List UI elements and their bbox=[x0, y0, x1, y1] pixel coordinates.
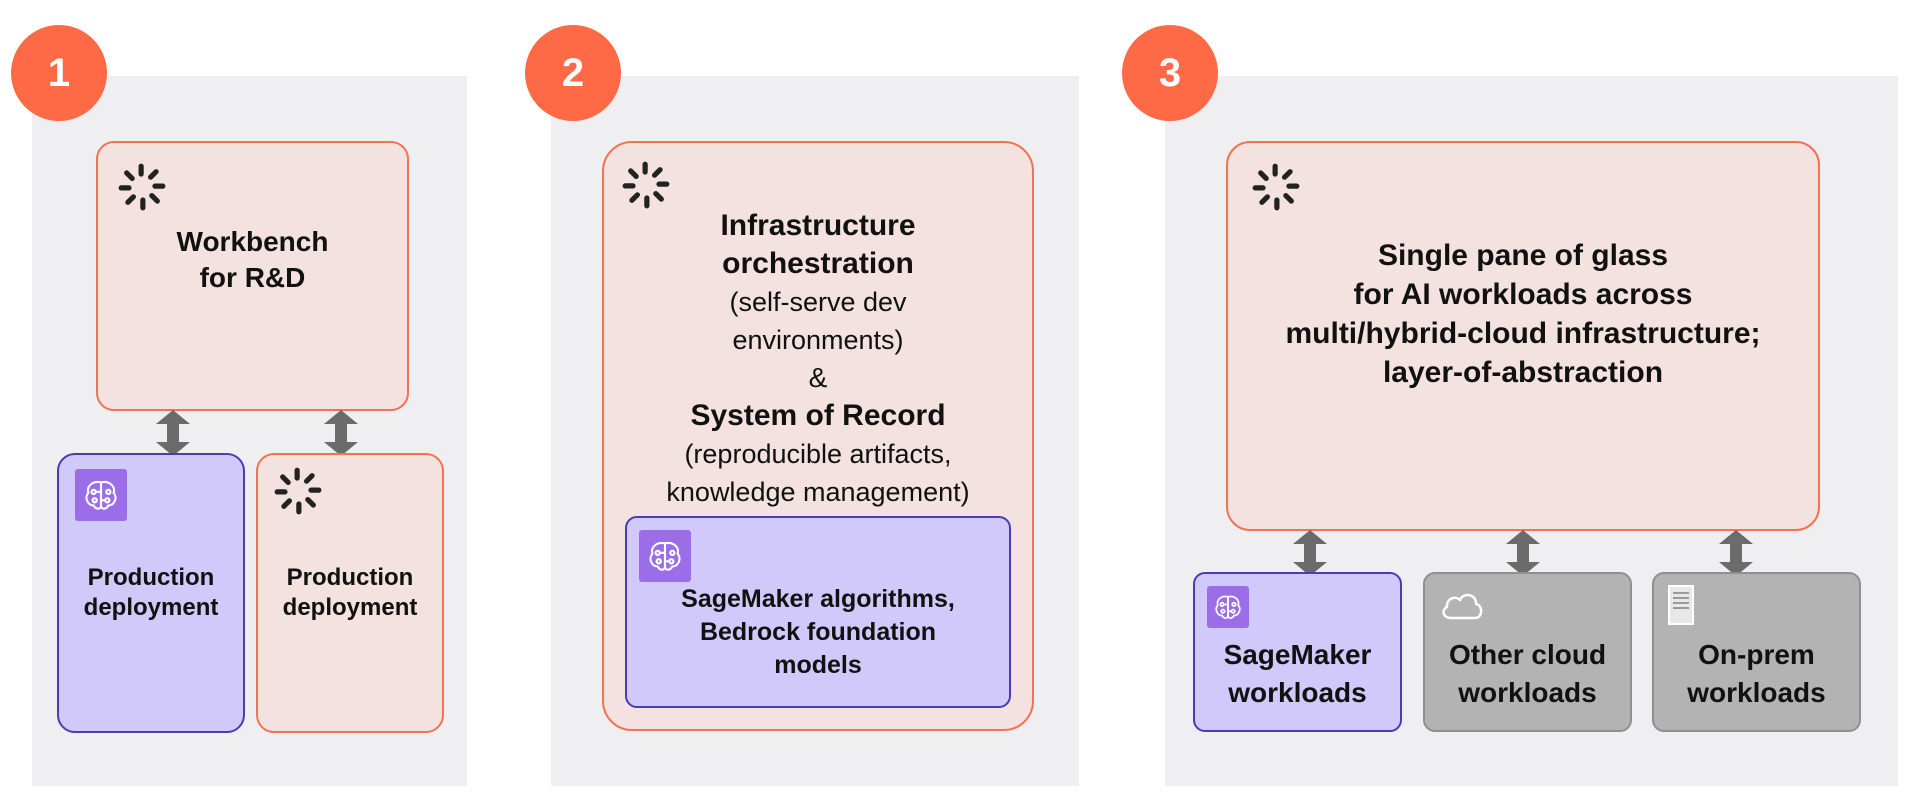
sagemaker-algorithms-label: SageMaker algorithms, bbox=[681, 585, 955, 613]
single-pane-line-2: for AI workloads across bbox=[1353, 278, 1693, 311]
double-arrow-icon bbox=[1719, 530, 1753, 576]
system-of-record-title: System of Record bbox=[690, 399, 946, 432]
sagemaker-workloads-box: SageMaker workloads bbox=[1193, 572, 1402, 732]
brain-icon bbox=[1207, 586, 1249, 628]
on-prem-workloads-box: On-prem workloads bbox=[1652, 572, 1861, 732]
spiral-logo-icon bbox=[1250, 161, 1302, 213]
double-arrow-icon bbox=[1506, 530, 1540, 576]
infra-subtitle-1: (self-serve dev bbox=[729, 287, 907, 317]
single-pane-line-4: layer-of-abstraction bbox=[1382, 356, 1664, 389]
single-pane-line-3: multi/hybrid-cloud infrastructure; bbox=[1285, 317, 1761, 350]
single-pane-box: Single pane of glass for AI workloads ac… bbox=[1226, 141, 1820, 531]
infrastructure-title: Infrastructure bbox=[720, 209, 916, 242]
production-deployment-orchestrated-box: Production deployment bbox=[256, 453, 444, 733]
bedrock-label: Bedrock foundation bbox=[699, 618, 937, 646]
production-label: Production bbox=[286, 564, 414, 591]
deployment-label: deployment bbox=[282, 594, 418, 621]
ampersand: & bbox=[808, 362, 828, 393]
models-label: models bbox=[774, 651, 862, 679]
double-arrow-icon bbox=[324, 410, 358, 456]
single-pane-line-1: Single pane of glass bbox=[1377, 239, 1669, 272]
spiral-logo-icon bbox=[116, 161, 168, 213]
on-prem-line-2: workloads bbox=[1687, 677, 1826, 708]
step-badge-3: 3 bbox=[1122, 25, 1218, 121]
production-label: Production bbox=[87, 564, 215, 591]
step-badge-2: 2 bbox=[525, 25, 621, 121]
cloud-icon bbox=[1442, 593, 1483, 620]
infra-subtitle-2: environments) bbox=[732, 325, 904, 355]
double-arrow-icon bbox=[156, 410, 190, 456]
other-cloud-line-2: workloads bbox=[1458, 677, 1597, 708]
sagemaker-workloads-line-2: workloads bbox=[1228, 677, 1367, 708]
sagemaker-bedrock-box: SageMaker algorithms, Bedrock foundation… bbox=[625, 516, 1011, 708]
brain-icon bbox=[75, 469, 127, 521]
record-subtitle-2: knowledge management) bbox=[666, 477, 970, 507]
workbench-title: Workbench bbox=[176, 226, 329, 257]
on-prem-line-1: On-prem bbox=[1698, 639, 1815, 670]
other-cloud-workloads-box: Other cloud workloads bbox=[1423, 572, 1632, 732]
deployment-label: deployment bbox=[83, 594, 219, 621]
workbench-box: Workbench for R&D bbox=[96, 141, 409, 411]
record-subtitle-1: (reproducible artifacts, bbox=[684, 439, 952, 469]
spiral-logo-icon bbox=[272, 465, 324, 517]
orchestration-title: orchestration bbox=[722, 247, 914, 280]
brain-icon bbox=[639, 530, 691, 582]
spiral-logo-icon bbox=[620, 159, 672, 211]
server-icon bbox=[1668, 585, 1694, 625]
double-arrow-icon bbox=[1293, 530, 1327, 576]
step-badge-1: 1 bbox=[11, 25, 107, 121]
sagemaker-workloads-line-1: SageMaker bbox=[1223, 639, 1372, 670]
workbench-subtitle: for R&D bbox=[199, 262, 306, 293]
other-cloud-line-1: Other cloud bbox=[1448, 639, 1607, 670]
production-deployment-sagemaker-box: Production deployment bbox=[57, 453, 245, 733]
